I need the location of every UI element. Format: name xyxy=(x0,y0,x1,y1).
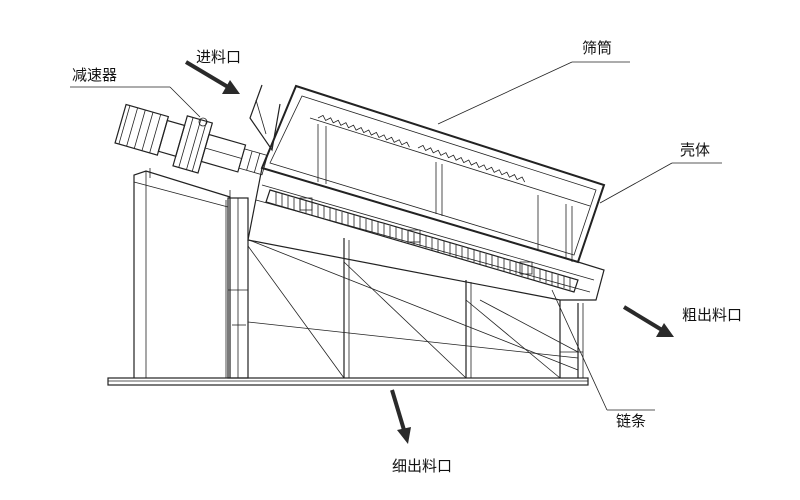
housing-label: 壳体 xyxy=(680,141,710,159)
feed-inlet-label: 进料口 xyxy=(196,48,241,66)
chain-label: 链条 xyxy=(616,412,646,430)
reducer-label: 减速器 xyxy=(72,66,117,84)
support-legs xyxy=(343,238,584,378)
left-support-stand xyxy=(133,170,249,379)
housing xyxy=(247,84,606,301)
motor-reducer xyxy=(114,103,269,200)
coarse-outlet-label: 粗出料口 xyxy=(682,306,742,324)
flow-arrows xyxy=(184,60,674,444)
feed-inlet-arrow xyxy=(184,60,240,94)
fine-outlet-label: 细出料口 xyxy=(392,457,452,475)
fine-outlet-arrow xyxy=(390,389,411,444)
base-frame xyxy=(107,377,589,386)
screen-drum-label: 筛筒 xyxy=(582,39,612,57)
chain-band xyxy=(265,189,579,293)
cross-bracing xyxy=(247,239,579,379)
coarse-outlet-arrow xyxy=(622,305,674,337)
screen-drum xyxy=(269,95,597,262)
leader-lines xyxy=(70,61,722,411)
